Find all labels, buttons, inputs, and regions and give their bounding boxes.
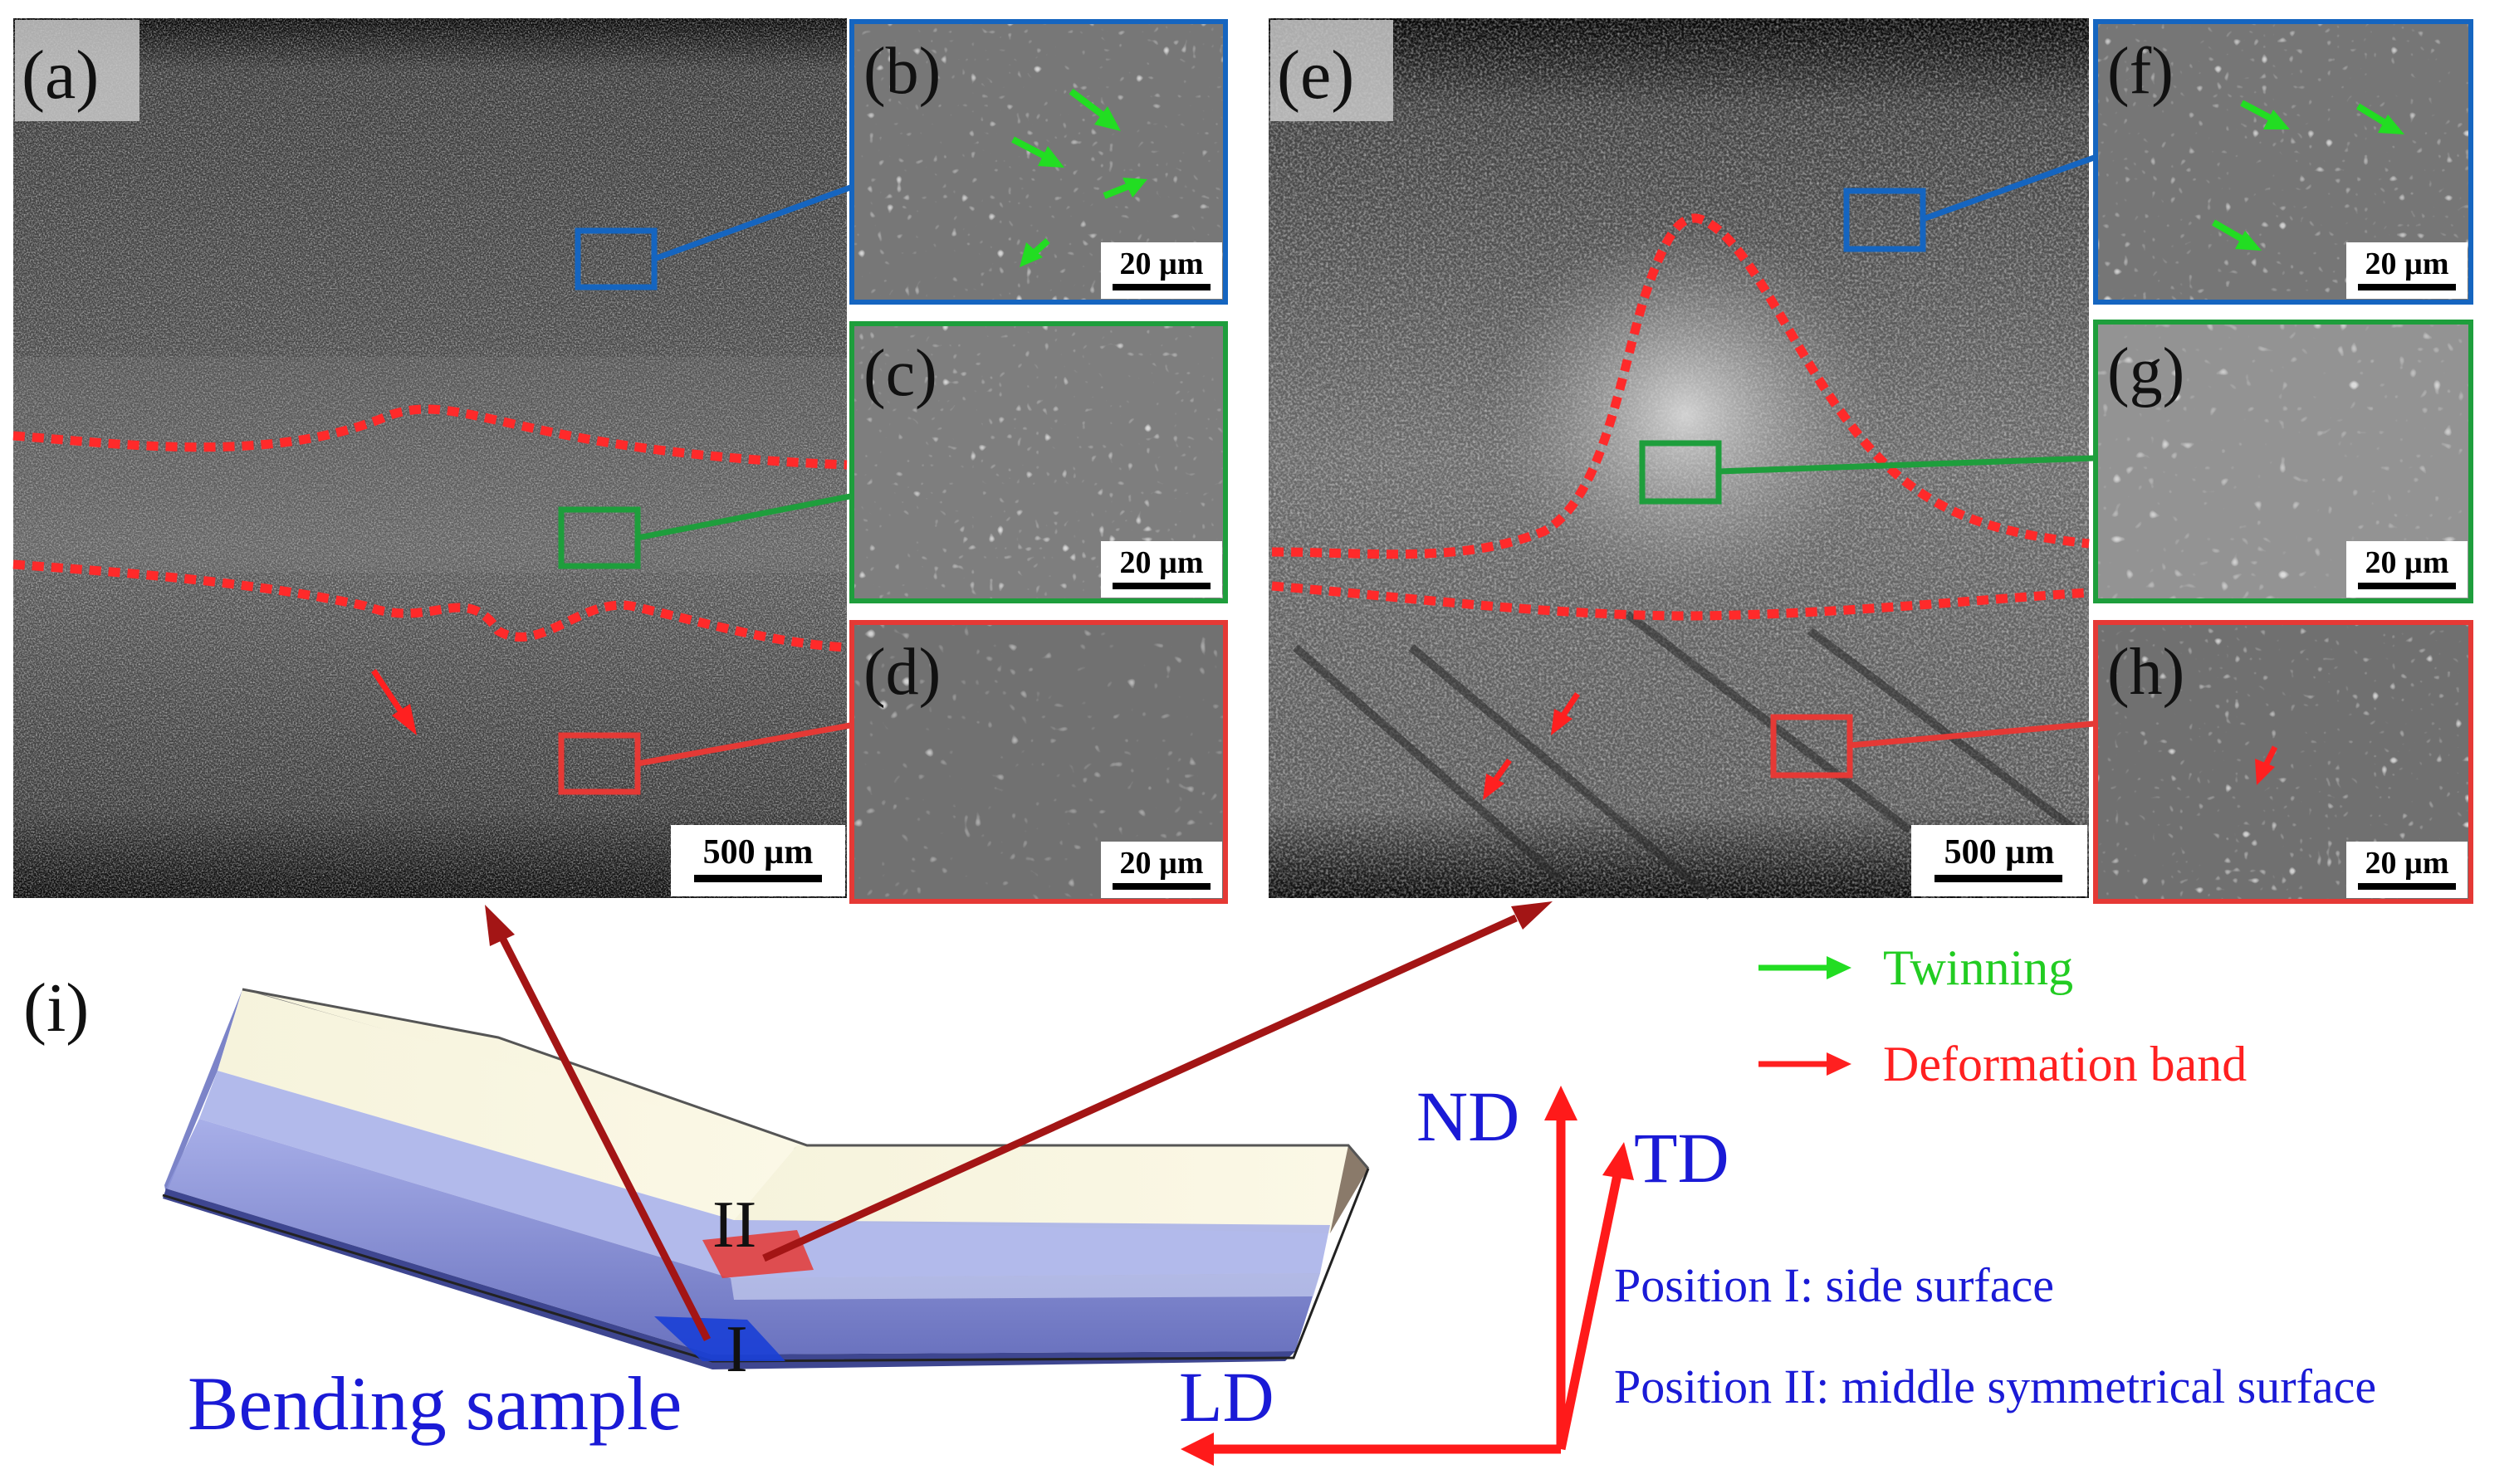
panel-c-scale-bar bbox=[1113, 583, 1211, 589]
panel-e-roi-blue bbox=[1843, 188, 1926, 252]
connector-e-h bbox=[1849, 720, 2095, 749]
panel-d-label: (d) bbox=[863, 636, 941, 709]
position-two-connector bbox=[762, 901, 1553, 1262]
position-one-connector bbox=[485, 905, 712, 1342]
axis-td-label: TD bbox=[1634, 1118, 1729, 1198]
panel-b-label: (b) bbox=[863, 35, 941, 108]
connector-a-d bbox=[637, 722, 851, 767]
connector-a-b bbox=[653, 184, 852, 262]
legend-band-arrow bbox=[1758, 1052, 1851, 1076]
panel-c-label: (c) bbox=[863, 337, 937, 410]
panel-a-label: (a) bbox=[22, 37, 99, 114]
position-two-marker bbox=[702, 1230, 814, 1278]
axis-nd-label: ND bbox=[1416, 1076, 1519, 1156]
panel-g-inset: (g) 20 µm bbox=[2093, 320, 2473, 603]
panel-f-twin-arrows bbox=[2211, 100, 2404, 251]
coordinate-axes bbox=[1181, 1086, 1634, 1466]
panel-e-roi-green bbox=[1639, 440, 1722, 505]
panel-d-scale-bar bbox=[1113, 883, 1211, 890]
connector-e-f bbox=[1921, 154, 2096, 222]
panel-f-scale-text: 20 µm bbox=[2365, 247, 2448, 281]
panel-b-scale-bar bbox=[1113, 284, 1211, 290]
legend-band-text: Deformation band bbox=[1883, 1037, 2247, 1091]
panel-b-inset: (b) 20 µm bbox=[849, 19, 1228, 305]
panel-e-shear-bands bbox=[1292, 611, 2078, 900]
axis-ld-label: LD bbox=[1179, 1357, 1274, 1437]
panel-h-label: (h) bbox=[2107, 636, 2184, 709]
panel-g-label: (g) bbox=[2107, 335, 2184, 408]
panel-f-scale-bar bbox=[2358, 284, 2456, 290]
position-two-description: Position II: middle symmetrical surface bbox=[1614, 1360, 2376, 1413]
panel-c-scale-text: 20 µm bbox=[1119, 545, 1203, 580]
panel-a-micrograph: (a) 500 µm bbox=[12, 18, 848, 898]
panel-g-scale-bar bbox=[2358, 583, 2456, 589]
panel-h-band-arrowhead bbox=[2255, 759, 2275, 785]
panel-a-scale-bar bbox=[694, 875, 822, 882]
panel-a-scale-text: 500 µm bbox=[703, 833, 814, 871]
panel-a-boundary-upper bbox=[12, 404, 848, 470]
panel-b-twin-arrows bbox=[1011, 88, 1147, 267]
bending-sample-schematic bbox=[162, 988, 1370, 1369]
position-one-description: Position I: side surface bbox=[1614, 1258, 2054, 1312]
bending-sample-label: Bending sample bbox=[188, 1361, 682, 1446]
panel-g-scale-text: 20 µm bbox=[2365, 545, 2448, 580]
panel-d-inset: (d) 20 µm bbox=[849, 620, 1228, 904]
legend-twinning-text: Twinning bbox=[1883, 940, 2073, 995]
panel-e-boundary-lower bbox=[1271, 581, 2090, 621]
panel-a-band-arrowhead bbox=[392, 704, 417, 735]
panel-i-label: (i) bbox=[23, 969, 89, 1047]
legend: Twinning Deformation band bbox=[1758, 940, 2247, 1091]
panel-e-scale-bar bbox=[1934, 875, 2062, 882]
panel-h-scale-bar bbox=[2358, 883, 2456, 890]
panel-f-inset: (f) 20 µm bbox=[2093, 19, 2473, 305]
panel-d-scale-text: 20 µm bbox=[1119, 846, 1203, 881]
legend-twinning-arrow bbox=[1758, 956, 1851, 979]
panel-e-boundary-dome bbox=[1271, 213, 2090, 559]
panel-f-label: (f) bbox=[2107, 35, 2174, 108]
position-one-marker bbox=[654, 1316, 785, 1361]
panel-b-scale-text: 20 µm bbox=[1119, 247, 1203, 281]
panel-h-scale-text: 20 µm bbox=[2365, 846, 2448, 881]
panel-c-inset: (c) 20 µm bbox=[849, 321, 1228, 603]
panel-e-band-arrowhead-2 bbox=[1483, 774, 1504, 800]
connector-a-c bbox=[637, 493, 851, 541]
panel-e-label: (e) bbox=[1277, 37, 1354, 114]
position-one-label: I bbox=[726, 1313, 748, 1386]
position-two-label: II bbox=[712, 1189, 756, 1262]
panel-e-roi-red bbox=[1770, 714, 1853, 779]
panel-h-inset: (h) 20 µm bbox=[2093, 620, 2473, 904]
panel-e-scale-text: 500 µm bbox=[1944, 833, 2055, 871]
connector-e-g bbox=[1718, 455, 2095, 475]
panel-e-band-arrowhead-1 bbox=[1551, 709, 1573, 735]
panel-e-micrograph: (e) 500 µm bbox=[1269, 18, 2090, 900]
panel-a-boundary-lower bbox=[12, 559, 848, 652]
